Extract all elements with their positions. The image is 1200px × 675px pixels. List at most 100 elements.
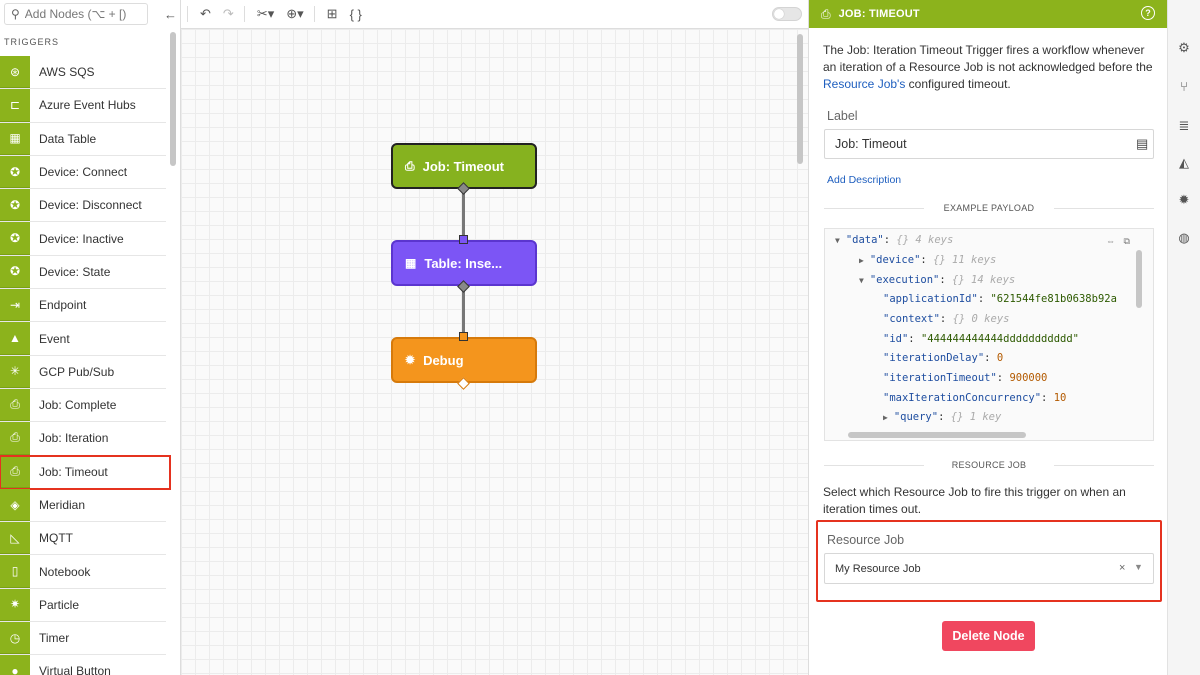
expand-icon[interactable]: ⇔ (1106, 236, 1115, 246)
trigger-node-list: ⊛AWS SQS⊏Azure Event Hubs▦ Data Table ✪Dev… (0, 56, 171, 675)
palette-item-label: Particle (39, 597, 80, 612)
event-warning-icon: ▲ (0, 322, 30, 355)
payload-line[interactable]: ▼"execution": {} 14 keys (859, 274, 1016, 286)
database-icon[interactable]: ≣ (1178, 118, 1190, 133)
canvas-toolbar: ← ↶ ↷ ✂▾ ⊕▾ ⊞ { } (152, 0, 808, 28)
connector-line (462, 287, 465, 337)
palette-item-label: Meridian (39, 498, 86, 512)
connector-line (462, 190, 465, 240)
palette-item-label: Job: Complete (39, 398, 117, 413)
palette-item-label: GCP Pub/Sub (39, 364, 115, 379)
node-palette: ⚲ TRIGGERS ⊛AWS SQS⊏Azure Event Hubs▦Dat… (0, 0, 181, 675)
add-description-link[interactable]: Add Description (827, 174, 902, 186)
add-comment-icon[interactable]: ⊞ (326, 6, 338, 21)
palette-item-label: Device: Connect (39, 165, 128, 180)
clear-selection-icon[interactable]: × (1119, 562, 1126, 574)
palette-scrollbar[interactable] (170, 32, 176, 166)
live-toggle[interactable] (772, 7, 802, 21)
toolbar-divider (243, 6, 245, 22)
workflow-node-debug[interactable]: ✹ Debug (391, 337, 537, 383)
palette-item[interactable]: ◷Timer (0, 622, 166, 656)
resource-job-link[interactable]: Resource Job's (823, 77, 906, 91)
palette-item[interactable]: ⎙Job: Iteration (0, 422, 166, 456)
gear-icon[interactable]: ⚙ (1178, 40, 1190, 55)
back-arrow-icon[interactable]: ← (164, 6, 177, 22)
payload-line: "context": {} 0 keys (883, 313, 1010, 325)
example-payload-viewer[interactable]: ▼"data": {} 4 keys ▶"device": {} 11 keys… (824, 228, 1154, 441)
delete-node-button[interactable]: Delete Node (942, 621, 1035, 651)
resource-job-selected-value: My Resource Job (835, 562, 921, 575)
workflow-node-label: Debug (423, 352, 464, 368)
palette-item[interactable]: ▲Event (0, 322, 166, 356)
payload-line[interactable]: ▶"device": {} 11 keys (859, 254, 997, 266)
input-port[interactable] (459, 235, 468, 244)
palette-item[interactable]: ◺MQTT (0, 522, 166, 556)
input-port[interactable] (459, 332, 468, 341)
job-timeout-icon: ⎙ (821, 6, 831, 21)
payload-line: "iterationDelay": 0 (883, 352, 1004, 364)
aws-sqs-icon: ⊛ (0, 56, 30, 89)
panel-header: ⎙ Job: Timeout ? (809, 0, 1167, 28)
palette-item[interactable]: ⊏Azure Event Hubs (0, 89, 166, 123)
palette-item[interactable]: ▯ Notebook (0, 555, 166, 589)
palette-item-label: Virtual Button (39, 664, 111, 675)
palette-item[interactable]: ✪Device: Inactive (0, 222, 166, 256)
workflow-node-table-insert[interactable]: ▦ Table: Inse... (391, 240, 537, 286)
canvas-scrollbar[interactable] (797, 34, 803, 164)
palette-item[interactable]: ◈Meridian (0, 488, 166, 523)
globe-icon[interactable]: ◍ (1178, 230, 1190, 245)
resource-job-title: RESOURCE JOB (824, 460, 1154, 470)
node-search-input[interactable] (24, 7, 143, 21)
palette-item[interactable]: ⎙Job: Timeout (0, 454, 171, 490)
data-table-icon: ▦ (0, 122, 30, 155)
palette-item[interactable]: ⎙ Job: Complete (0, 388, 166, 423)
branch-icon[interactable]: ⑂ (1180, 79, 1188, 94)
bug-icon[interactable]: ✹ (1178, 192, 1190, 207)
node-search-box[interactable]: ⚲ (4, 3, 148, 25)
cut-icon[interactable]: ✂▾ (256, 6, 275, 21)
resource-job-select[interactable]: My Resource Job (824, 553, 1154, 584)
payload-line[interactable]: ▼"data": {} 4 keys (835, 234, 954, 246)
variables-icon[interactable]: { } (349, 6, 362, 22)
palette-item-label: Data Table (39, 131, 97, 146)
palette-item-label: Job: Timeout (39, 464, 108, 479)
toolbar-divider (187, 6, 188, 22)
palette-item[interactable]: ✪Device: Disconnect (0, 189, 166, 223)
notebook-icon: ▯ (0, 555, 30, 588)
toggle-knob (774, 9, 784, 19)
redo-icon[interactable]: ↷ (222, 6, 234, 21)
palette-item[interactable]: ✷Particle (0, 588, 166, 623)
palette-item[interactable]: ⇥Endpoint (0, 289, 166, 323)
payload-line[interactable]: ▶"query": {} 1 key (883, 411, 1002, 423)
resource-job-caption: Resource Job (827, 533, 905, 547)
palette-item-label: Device: Inactive (39, 231, 124, 246)
job-complete-icon: ⎙ (0, 388, 30, 422)
palette-item-label: Notebook (39, 564, 91, 579)
gcp-pubsub-icon: ✳ (0, 355, 30, 388)
label-caption: Label (827, 109, 858, 123)
palette-item[interactable]: ⊛AWS SQS (0, 56, 166, 90)
undo-icon[interactable]: ↶ (200, 6, 211, 21)
help-icon[interactable]: ? (1141, 6, 1155, 20)
palette-item[interactable]: ✳ GCP Pub/Sub (0, 355, 166, 389)
label-input[interactable] (824, 129, 1154, 159)
copy-icon[interactable]: ⧉ (1123, 236, 1130, 246)
data-table-icon: ▦ (405, 256, 417, 270)
palette-item[interactable]: ●Virtual Button (0, 655, 166, 675)
payload-tools: ⇔ ⧉ (1106, 236, 1130, 247)
chart-icon[interactable]: ◭ (1179, 155, 1189, 170)
payload-vertical-scrollbar[interactable] (1136, 250, 1142, 308)
azure-event-hubs-icon: ⊏ (0, 89, 30, 122)
chevron-down-icon[interactable]: ▼ (1134, 562, 1143, 572)
zoom-icon[interactable]: ⊕▾ (286, 6, 304, 21)
palette-item[interactable]: ✪Device: Connect (0, 155, 166, 190)
job-timeout-icon: ⎙ (405, 158, 415, 173)
node-description: The Job: Iteration Timeout Trigger fires… (823, 42, 1158, 93)
palette-item[interactable]: ▦ Data Table (0, 122, 166, 156)
palette-item-label: Endpoint (39, 298, 87, 313)
palette-item[interactable]: ✪Device: State (0, 255, 166, 290)
payload-line: "id": "444444444444ddddddddddd" (883, 333, 1079, 345)
resource-job-description: Select which Resource Job to fire this t… (823, 485, 1126, 516)
payload-horizontal-scrollbar[interactable] (848, 432, 1026, 438)
palette-item-label: Device: State (39, 264, 111, 279)
